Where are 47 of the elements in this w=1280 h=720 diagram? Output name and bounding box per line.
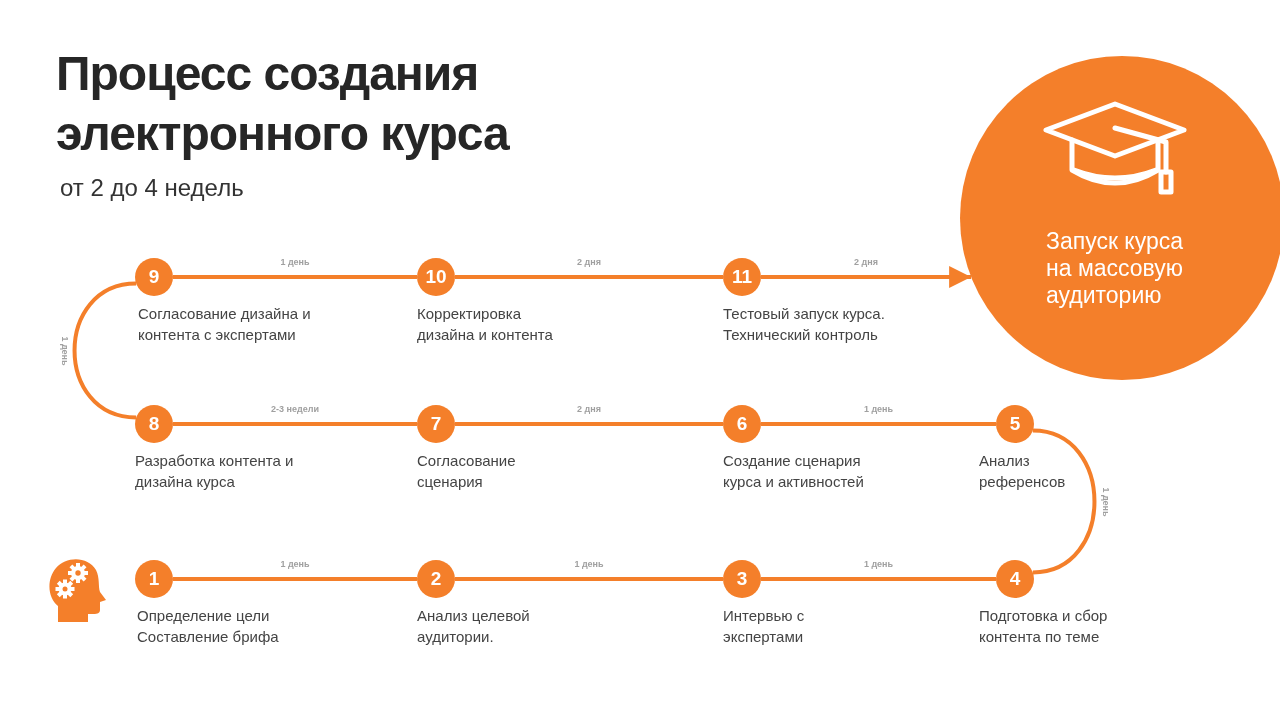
- step-description: Анализ целевой аудитории.: [417, 606, 531, 647]
- step-description: Разработка контента и дизайна курса: [135, 451, 295, 492]
- step-number-circle: 7: [417, 405, 455, 443]
- connector-line: [1032, 428, 1097, 575]
- edge-label: 2 дня: [575, 256, 603, 268]
- step-description: Согласование дизайна и контента с экспертами: [138, 304, 312, 345]
- edge-label: 1 день: [278, 256, 312, 268]
- step-number-circle: 4: [996, 560, 1034, 598]
- edge-label: 1 день: [861, 403, 896, 415]
- connector-line: [173, 577, 417, 581]
- edge-label: 1 день: [861, 558, 896, 570]
- connector-line: [761, 577, 996, 581]
- edge-label: 1 день: [1099, 485, 1111, 519]
- step-number-circle: 3: [723, 560, 761, 598]
- connector-line: [173, 422, 417, 426]
- step-description: Подготовка и сбор контента по теме: [979, 606, 1109, 647]
- edge-label: 1 день: [58, 334, 70, 368]
- step-number-circle: 1: [135, 560, 173, 598]
- step-number-circle: 6: [723, 405, 761, 443]
- launch-text: Запуск курса на массовую аудиторию: [1046, 228, 1184, 309]
- step-description: Корректировка дизайна и контента: [417, 304, 554, 345]
- step-number-circle: 10: [417, 258, 455, 296]
- edge-label: 2-3 недели: [269, 403, 321, 415]
- step-number-circle: 11: [723, 258, 761, 296]
- step-number-circle: 2: [417, 560, 455, 598]
- connector-line: [761, 422, 996, 426]
- step-description: Согласование сценария: [417, 451, 517, 492]
- step-number-circle: 5: [996, 405, 1034, 443]
- step-number-circle: 9: [135, 258, 173, 296]
- subtitle: от 2 до 4 недель: [60, 174, 244, 202]
- edge-label: 2 дня: [575, 403, 603, 415]
- edge-label: 1 день: [572, 558, 606, 570]
- step-description: Определение цели Составление брифа: [137, 606, 280, 647]
- connector-line: [72, 281, 137, 420]
- connector-line: [455, 275, 723, 279]
- connector-line: [455, 577, 723, 581]
- step-description: Создание сценария курса и активностей: [723, 451, 865, 492]
- connector-line: [761, 266, 972, 288]
- step-description: Тестовый запуск курса. Технический контроль: [723, 304, 886, 345]
- step-number-circle: 8: [135, 405, 173, 443]
- title: Процесс создания электронного курса: [56, 46, 511, 162]
- connector-line: [455, 422, 723, 426]
- step-description: Интервью с экспертами: [723, 606, 806, 647]
- edge-label: 2 дня: [852, 256, 880, 268]
- connector-line: [173, 275, 417, 279]
- step-description: Анализ референсов: [979, 451, 1067, 492]
- edge-label: 1 день: [278, 558, 312, 570]
